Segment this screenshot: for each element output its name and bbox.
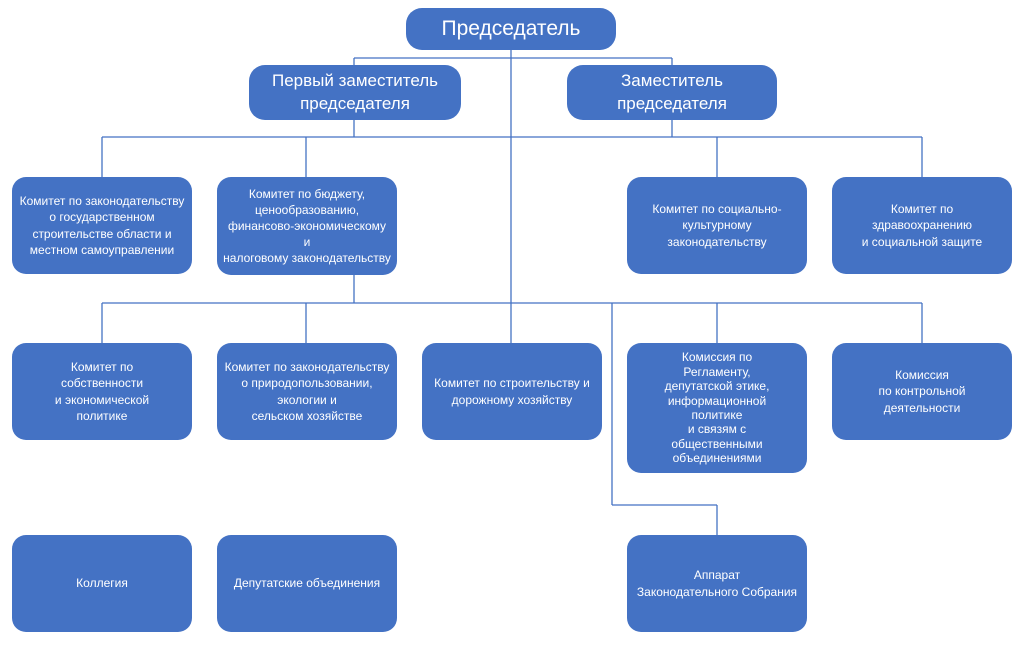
- nature-committee-box: Комитет по законодательству о природопол…: [217, 343, 397, 440]
- apparatus-box: Аппарат Законодательного Собрания: [627, 535, 807, 632]
- control-commission-box: Комиссия по контрольной деятельности: [832, 343, 1012, 440]
- property-committee-box: Комитет по собственности и экономической…: [12, 343, 192, 440]
- deputy-associations-box: Депутатские объединения: [217, 535, 397, 632]
- legislation-committee-box: Комитет по законодательству о государств…: [12, 177, 192, 274]
- first-deputy-box: Первый заместитель председателя: [249, 65, 461, 120]
- chairman-box: Председатель: [406, 8, 616, 50]
- social-culture-committee-box: Комитет по социально- культурному законо…: [627, 177, 807, 274]
- reglament-commission-box: Комиссия по Регламенту, депутатской этик…: [627, 343, 807, 473]
- construction-committee-box: Комитет по строительству и дорожному хоз…: [422, 343, 602, 440]
- budget-committee-box: Комитет по бюджету, ценообразованию, фин…: [217, 177, 397, 275]
- deputy-box: Заместитель председателя: [567, 65, 777, 120]
- health-committee-box: Комитет по здравоохранению и социальной …: [832, 177, 1012, 274]
- collegium-box: Коллегия: [12, 535, 192, 632]
